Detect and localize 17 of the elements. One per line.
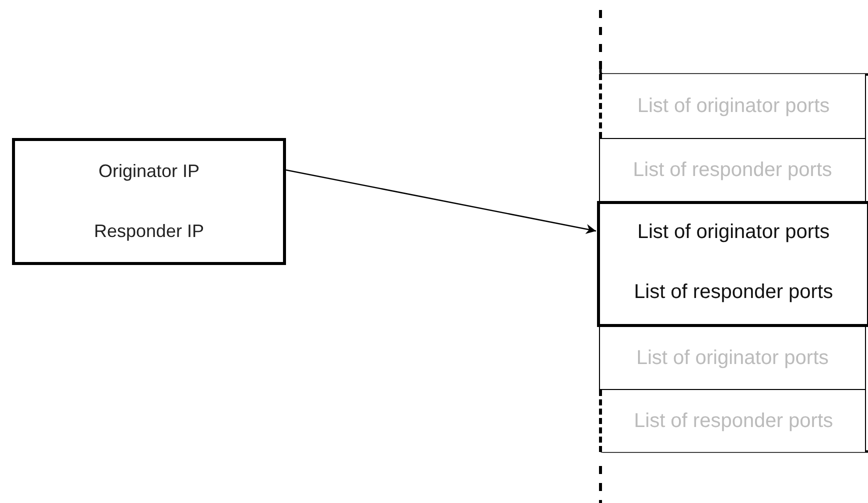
- port-list-row: [599, 327, 866, 390]
- port-list-row: [599, 74, 866, 138]
- port-list-row: [599, 138, 866, 201]
- address-field-box: [12, 201, 286, 265]
- node-label: List of originator ports: [637, 221, 830, 244]
- node-label: Responder IP: [94, 221, 204, 242]
- arrow: [286, 169, 596, 234]
- node-label: List of responder ports: [633, 158, 832, 182]
- node-label: Originator IP: [98, 160, 200, 182]
- port-list-row: [597, 261, 868, 327]
- node-label: List of responder ports: [634, 281, 833, 304]
- address-field-box: [12, 138, 286, 202]
- node-label: List of originator ports: [636, 346, 829, 370]
- port-list-row: [599, 390, 866, 452]
- node-label: List of responder ports: [634, 410, 833, 432]
- node-label: List of originator ports: [637, 94, 830, 118]
- port-list-row: [597, 201, 868, 264]
